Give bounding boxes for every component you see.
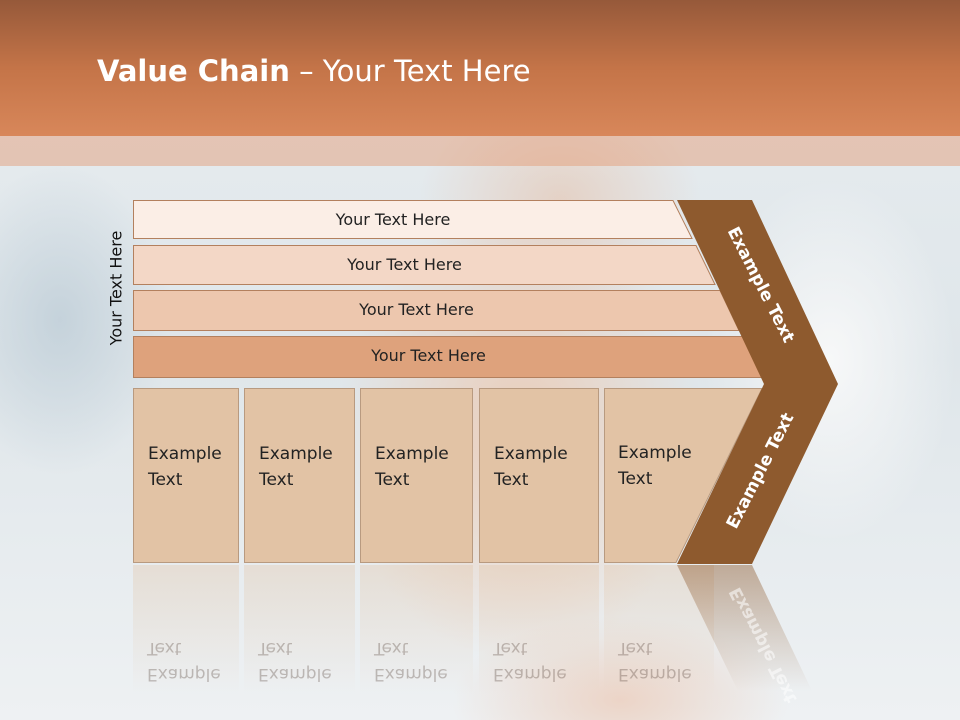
side-label: Your Text Here	[106, 230, 126, 346]
header-bar	[0, 0, 960, 136]
reflection-label: Example Text	[147, 638, 221, 684]
value-row-1: Your Text Here	[133, 200, 693, 239]
example-box-5-shape	[604, 388, 763, 563]
chevron-arrow	[677, 200, 838, 564]
value-row-3: Your Text Here	[133, 290, 740, 331]
title-rest: – Your Text Here	[289, 54, 531, 88]
example-box-4: Example Text	[479, 388, 599, 563]
reflection-2: Example Text	[244, 565, 355, 695]
reflection-4: Example Text	[479, 565, 599, 695]
reflection-label: Example Text	[258, 638, 332, 684]
reflection-label: Example Text	[374, 638, 448, 684]
reflection-label: Example Text	[493, 638, 567, 684]
row-label: Your Text Here	[347, 255, 462, 274]
reflection-1: Example Text	[133, 565, 239, 695]
header-band	[0, 136, 960, 166]
chevron-reflection	[677, 565, 812, 691]
reflection-3: Example Text	[360, 565, 473, 695]
slide-title: Value Chain – Your Text Here	[97, 54, 531, 94]
row-label: Your Text Here	[335, 210, 451, 229]
box-label: Example Text	[259, 444, 333, 490]
example-box-5: Example Text	[604, 388, 724, 563]
row-label: Your Text Here	[359, 300, 474, 319]
box-label: Example Text	[375, 444, 449, 490]
box-label: Example Text	[618, 443, 692, 489]
value-row-2: Your Text Here	[133, 245, 716, 285]
box-label: Example Text	[494, 444, 568, 490]
example-box-1: Example Text	[133, 388, 239, 563]
row-shape	[133, 200, 693, 239]
row-label: Your Text Here	[371, 346, 486, 365]
example-box-2: Example Text	[244, 388, 355, 563]
example-box-3: Example Text	[360, 388, 473, 563]
row-shape	[133, 245, 716, 285]
box-label: Example Text	[148, 444, 222, 490]
title-bold: Value Chain	[97, 54, 290, 88]
